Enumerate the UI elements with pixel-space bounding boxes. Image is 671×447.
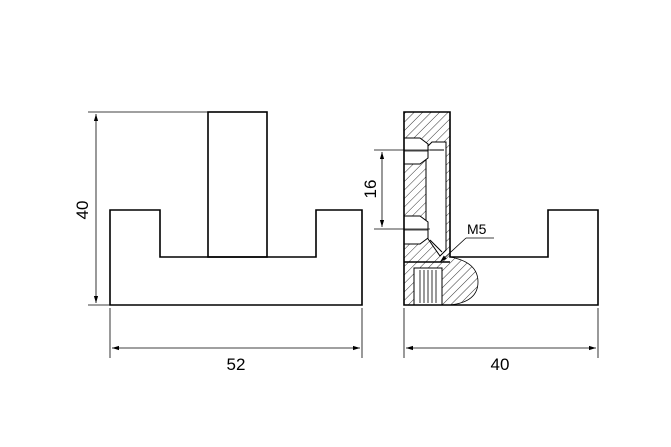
- section-boundary-arc: [449, 256, 479, 306]
- left-center-post: [207, 111, 268, 258]
- dim-label-width-right: 40: [491, 355, 510, 374]
- inner-spring: [429, 149, 444, 253]
- dim-label-width-left: 52: [227, 355, 246, 374]
- thread-lines: [419, 270, 437, 303]
- dim-label-16: 16: [361, 180, 380, 199]
- right-outer-profile: [403, 111, 599, 306]
- left-view: 40 52: [73, 111, 363, 374]
- thread-label-m5: M5: [467, 221, 487, 237]
- dim-label-height: 40: [73, 201, 92, 220]
- right-view: 16 M5 40: [361, 111, 599, 374]
- leader-m5: [439, 237, 467, 263]
- left-u-profile: [109, 209, 363, 306]
- inner-cavity: [425, 141, 447, 257]
